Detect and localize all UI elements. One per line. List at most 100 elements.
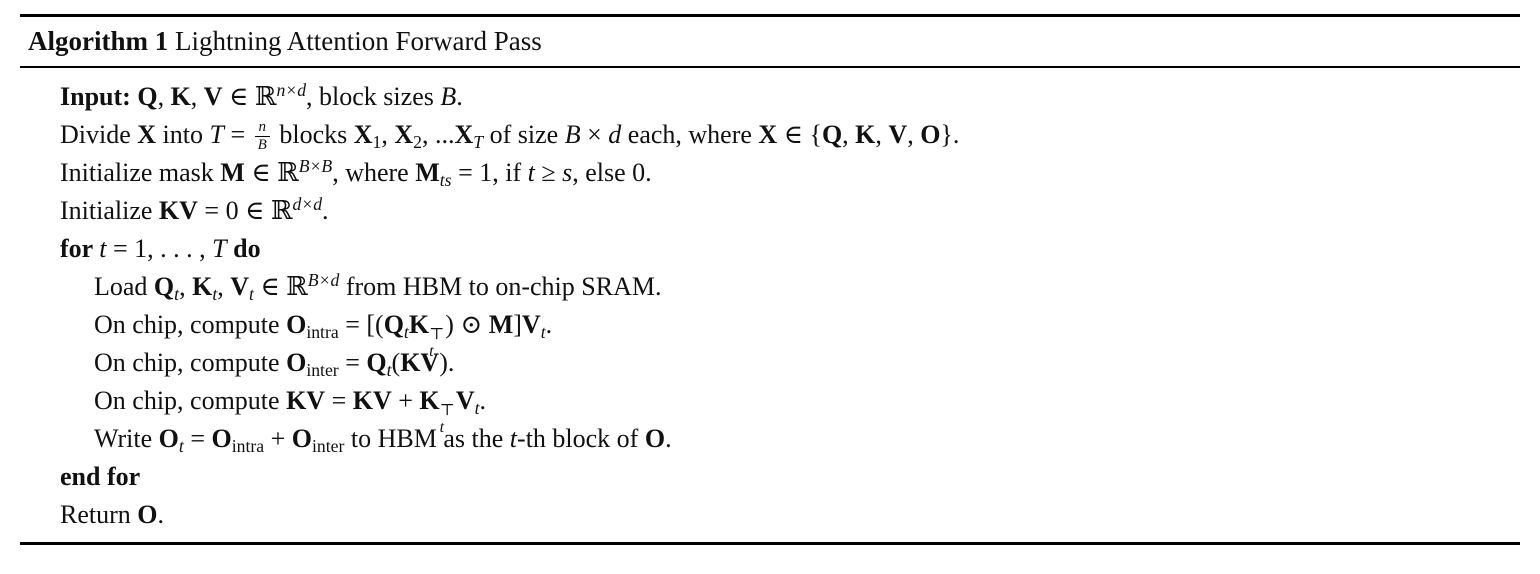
text-segment: ∈ ℝ: [244, 157, 299, 187]
text-segment: t: [474, 397, 480, 418]
text-segment: Q: [137, 81, 158, 111]
text-segment: t: [212, 283, 218, 304]
text-segment: n×d: [276, 79, 307, 100]
algorithm-block: Algorithm 1 Lightning Attention Forward …: [20, 14, 1520, 545]
text-segment: end for: [60, 461, 141, 491]
text-segment: On chip, compute: [94, 309, 287, 339]
text-segment: ,: [875, 119, 889, 149]
text-segment: Initialize mask: [60, 157, 221, 187]
text-segment: intra: [306, 321, 339, 342]
algorithm-line: end for: [20, 458, 1520, 496]
text-segment: t: [386, 359, 392, 380]
text-segment: Initialize: [60, 195, 159, 225]
text-segment: t: [527, 157, 535, 187]
text-segment: s: [562, 157, 573, 187]
text-segment: t: [178, 435, 184, 456]
text-segment: ]: [513, 309, 522, 339]
text-segment: =: [325, 385, 353, 415]
text-segment: =: [338, 347, 367, 377]
title-rule: [20, 66, 1520, 68]
text-segment: O: [211, 423, 232, 453]
text-segment: ,: [217, 271, 231, 301]
text-segment: B×d: [307, 269, 340, 290]
text-segment: of size: [483, 119, 565, 149]
top-rule: [20, 14, 1520, 17]
text-segment: ×: [580, 119, 609, 149]
text-segment: into: [156, 119, 210, 149]
text-segment: O: [137, 499, 158, 529]
algorithm-line: Input: Q, K, V ∈ ℝn×d, block sizes B.: [20, 78, 1520, 116]
text-segment: M: [220, 157, 245, 187]
text-segment: .: [665, 423, 672, 453]
text-segment: X: [137, 119, 157, 149]
algorithm-name: Lightning Attention Forward Pass: [174, 26, 542, 56]
text-segment: = 1, . . . ,: [106, 233, 213, 263]
text-segment: do: [233, 233, 261, 263]
text-segment: Q: [821, 119, 843, 149]
sup-sub-stack: ⊤t: [439, 402, 455, 437]
algorithm-label: Algorithm 1: [28, 26, 169, 56]
text-segment: Write: [94, 423, 159, 453]
text-segment: t: [540, 321, 546, 342]
text-segment: -th block of: [517, 423, 645, 453]
text-segment: = 0 ∈ ℝ: [197, 195, 293, 225]
text-segment: ∈ ℝ: [253, 271, 308, 301]
text-segment: ∈ {: [777, 119, 822, 149]
text-segment: ,: [179, 271, 193, 301]
text-segment: Load: [94, 271, 154, 301]
text-segment: K: [408, 309, 430, 339]
text-segment: B×B: [298, 155, 333, 176]
text-segment: intra: [231, 435, 265, 456]
text-segment: ≥: [534, 157, 563, 187]
text-segment: }.: [940, 119, 960, 149]
text-segment: KV: [352, 385, 392, 415]
text-segment: Q: [383, 309, 404, 339]
text-segment: ,: [842, 119, 856, 149]
algorithm-line: for t = 1, . . . , T do: [20, 230, 1520, 268]
text-segment: , else 0.: [572, 157, 652, 187]
algorithm-line: Initialize mask M ∈ ℝB×B, where Mts = 1,…: [20, 154, 1520, 192]
text-segment: = 1, if: [451, 157, 528, 187]
text-segment: .: [157, 499, 165, 529]
text-segment: V: [203, 81, 223, 111]
algorithm-title: Algorithm 1 Lightning Attention Forward …: [20, 17, 1520, 66]
text-segment: d: [608, 119, 622, 149]
text-segment: =: [183, 423, 212, 453]
text-segment: d×d: [292, 193, 323, 214]
text-segment: O: [286, 347, 307, 377]
text-segment: ) ⊙: [445, 309, 489, 339]
text-segment: KV: [286, 385, 326, 415]
text-segment: On chip, compute: [94, 385, 287, 415]
text-segment: Q: [153, 271, 175, 301]
text-segment: each, where: [621, 119, 759, 149]
text-segment: K: [855, 119, 876, 149]
algorithm-line: Write Ot = Ointra + Ointer to HBM as the…: [20, 420, 1520, 458]
text-segment: B: [564, 119, 581, 149]
text-segment: inter: [312, 435, 345, 456]
text-segment: t: [174, 283, 180, 304]
text-segment: T: [209, 119, 224, 149]
algorithm-body: Input: Q, K, V ∈ ℝn×d, block sizes B.Div…: [20, 68, 1520, 542]
bottom-rule: [20, 541, 1520, 545]
sup-sub-stack: ⊤t: [429, 326, 445, 361]
text-segment: K: [192, 271, 213, 301]
text-segment: V: [521, 309, 541, 339]
text-segment: t: [403, 321, 409, 342]
text-segment: V: [888, 119, 908, 149]
text-segment: , where: [332, 157, 416, 187]
text-segment: , ...: [422, 119, 455, 149]
text-segment: ∈ ℝ: [222, 81, 277, 111]
text-segment: +: [264, 423, 292, 453]
text-segment: Q: [366, 347, 387, 377]
text-segment: M: [415, 157, 440, 187]
text-segment: .: [545, 309, 553, 339]
text-segment: M: [488, 309, 514, 339]
text-segment: 1: [372, 131, 382, 152]
text-segment: from HBM to on-chip SRAM.: [339, 271, 662, 301]
text-segment: ).: [439, 347, 455, 377]
text-segment: t: [99, 233, 107, 263]
text-segment: V: [455, 385, 475, 415]
